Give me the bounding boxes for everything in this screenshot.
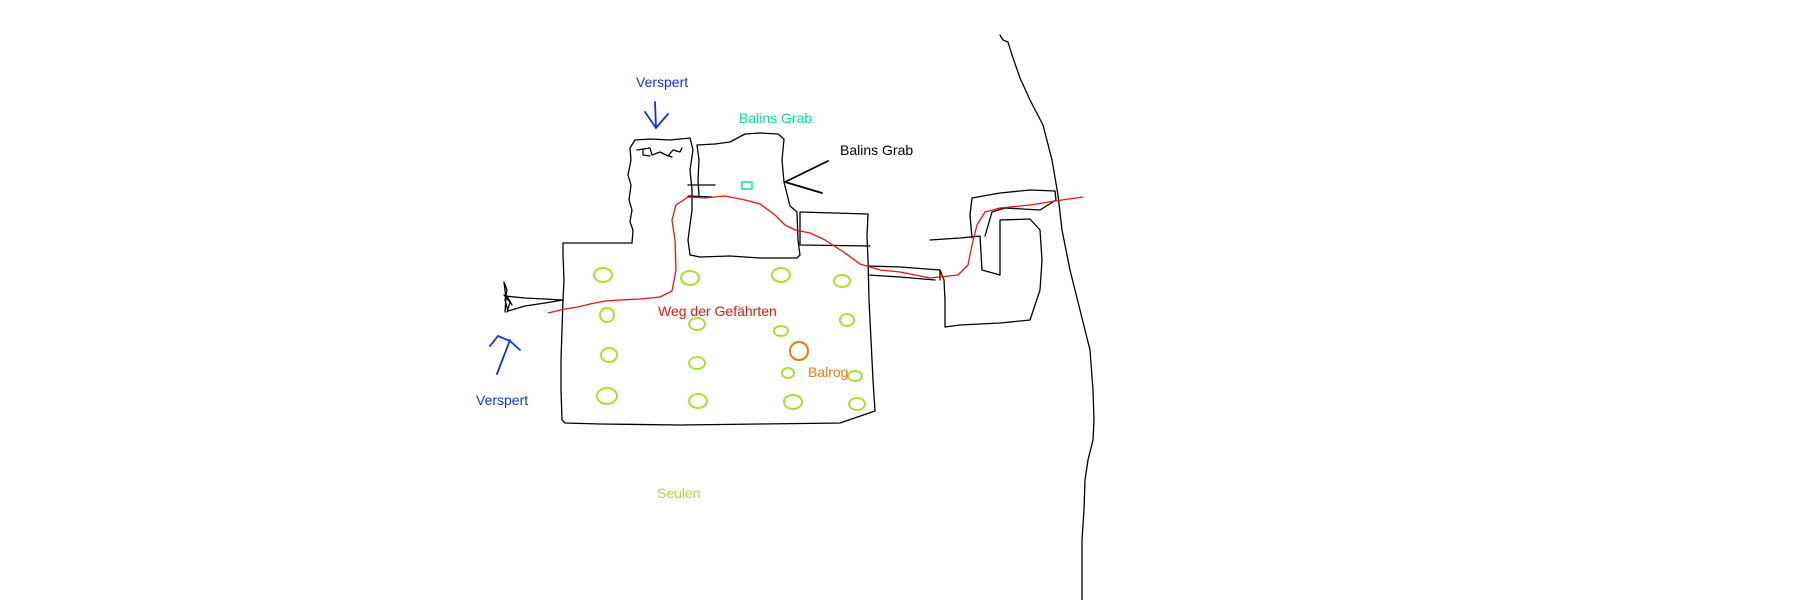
blocked-label-top: Verspert bbox=[636, 74, 688, 90]
tomb-room-inner bbox=[687, 184, 716, 198]
tomb-marker bbox=[741, 181, 753, 190]
blocked-label-left: Verspert bbox=[476, 392, 528, 408]
pillars-label: Seulen bbox=[657, 485, 701, 501]
balrog-label: Balrog bbox=[808, 364, 848, 380]
east-corridor-wall bbox=[867, 265, 941, 281]
west-entrance-wall bbox=[503, 281, 564, 313]
left-upper-room-wall bbox=[627, 137, 694, 244]
pillar bbox=[599, 307, 615, 323]
blocked-arrow-top bbox=[644, 101, 669, 130]
main-hall-wall bbox=[560, 211, 876, 426]
balrog-marker bbox=[789, 341, 809, 361]
pillar bbox=[783, 394, 803, 410]
pillar bbox=[593, 267, 613, 283]
pillar bbox=[773, 325, 789, 337]
pillars-group bbox=[593, 267, 866, 411]
tomb-arrow bbox=[784, 160, 829, 194]
east-room-wall bbox=[929, 218, 1043, 328]
tomb-room-wall bbox=[687, 132, 801, 259]
pillar bbox=[688, 317, 706, 331]
fellowship-path bbox=[547, 195, 1084, 314]
pillar bbox=[688, 393, 708, 409]
pillar bbox=[848, 397, 866, 411]
pillar bbox=[839, 313, 855, 327]
pillar bbox=[781, 367, 795, 379]
pillar bbox=[596, 387, 618, 405]
blocked-arrow-left bbox=[489, 334, 521, 375]
cliff-line bbox=[999, 34, 1095, 600]
west-entrance-doodle bbox=[503, 294, 513, 313]
pillar bbox=[771, 267, 791, 283]
pillar bbox=[833, 274, 851, 288]
balins-grab-label-green: Balins Grab bbox=[739, 110, 812, 126]
fellowship-path-label: Weg der Gefährten bbox=[658, 303, 777, 319]
pillar bbox=[688, 356, 706, 370]
balins-grab-label-black: Balins Grab bbox=[840, 142, 913, 158]
pillar bbox=[680, 270, 700, 286]
pillar bbox=[600, 347, 618, 363]
pillar bbox=[847, 370, 863, 382]
left-upper-room-inner bbox=[636, 147, 683, 158]
east-room-upper-wall bbox=[969, 189, 1057, 239]
